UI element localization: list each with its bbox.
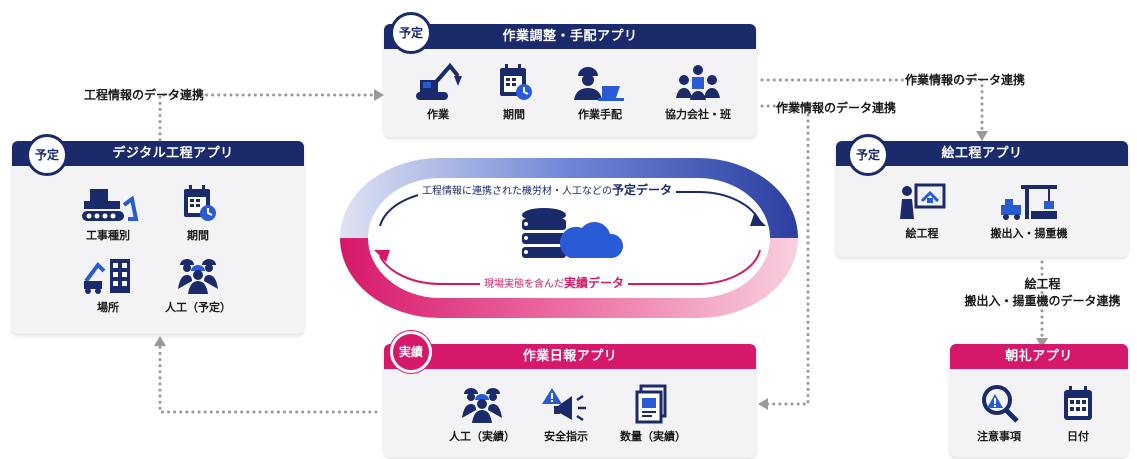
flow-label-picture-line1: 絵工程 (1024, 277, 1061, 291)
crane-icon (1001, 185, 1057, 220)
item-work: 作業 (402, 62, 474, 122)
status-badge: 実績 (390, 331, 432, 373)
arrowhead-schedule (374, 89, 384, 101)
cycle-label-plan-prefix: 工程情報に連携された機労材・人工などの (422, 186, 612, 197)
item-label: 作業手配 (578, 108, 622, 121)
item-label: 作業 (427, 108, 449, 121)
item-label: 注意事項 (977, 430, 1021, 443)
item-quantity: 数量（実績） (608, 384, 698, 444)
flow-label-work-down: 作業情報のデータ連携 (776, 101, 897, 115)
item-partner: 協力会社・班 (646, 62, 750, 122)
card-daily-report-app[interactable]: 作業日報アプリ 人工（実績） 安全指示 数量（実績） (384, 344, 756, 457)
item-period: 期間 (170, 183, 226, 243)
cycle-ring-top (340, 158, 798, 238)
bulldozer-icon (82, 189, 139, 221)
document-icon (635, 384, 667, 424)
database-cloud-icon (522, 208, 624, 258)
item-location: 場所 (80, 255, 136, 315)
item-label: 期間 (503, 108, 525, 121)
item-label: 人工（予定） (165, 301, 231, 314)
calendar-icon (1064, 386, 1092, 420)
link-daily-to-digital (158, 342, 378, 414)
flow-label-picture-line2: 搬出入・揚重機のデータ連携 (964, 294, 1121, 308)
link-schedule-to-daily (760, 104, 810, 406)
item-label: 安全指示 (544, 430, 588, 443)
card-morning-app[interactable]: 朝礼アプリ 注意事項 日付 (950, 344, 1128, 457)
team-icon (676, 65, 720, 100)
arrowhead-morning (1036, 338, 1048, 348)
item-label: 絵工程 (905, 227, 939, 240)
item-label: 人工（実績） (449, 430, 515, 443)
status-badge: 予定 (26, 134, 68, 176)
cycle-label-plan: 工程情報に連携された機労材・人工などの予定データ (418, 181, 677, 198)
item-picture-process: 絵工程 (892, 181, 952, 241)
cycle-arrowhead-top (750, 214, 766, 226)
cycle-arrow-bottom (379, 249, 761, 285)
cycle-ring-bottom (340, 238, 798, 318)
item-label: 期間 (187, 229, 209, 242)
excavator-icon (416, 62, 462, 100)
arrowhead-daily (758, 398, 768, 410)
calendar-icon (500, 64, 532, 100)
link-digital-to-schedule (158, 93, 378, 142)
card-title: 作業日報アプリ (384, 344, 756, 369)
cycle-label-actual-emph: 実績データ (564, 276, 625, 290)
flow-label-work-right: 作業情報のデータ連携 (905, 73, 1026, 87)
item-safety: 安全指示 (534, 384, 598, 444)
cycle-label-actual: 現場実態を含んだ実績データ (480, 274, 629, 291)
megaphone-icon (542, 388, 586, 422)
item-labor-plan: 人工（予定） (158, 255, 238, 315)
site-icon (84, 259, 130, 294)
arrowhead-picture (976, 131, 988, 141)
item-label: 工事種別 (86, 229, 130, 242)
item-label: 数量（実績） (620, 430, 686, 443)
cycle-arrowhead-bottom (374, 250, 390, 262)
status-badge: 予定 (390, 12, 432, 54)
cycle-label-plan-emph: 予定データ (612, 183, 673, 197)
worker-laptop-icon (574, 67, 624, 101)
cycle-label-actual-prefix: 現場実態を含んだ (484, 279, 564, 290)
item-date: 日付 (1048, 384, 1108, 444)
item-label: 日付 (1067, 430, 1089, 443)
item-label: 場所 (97, 301, 119, 314)
card-title: 朝礼アプリ (950, 344, 1128, 369)
presenter-icon (900, 183, 946, 219)
caution-search-icon (982, 385, 1019, 423)
item-label: 搬出入・揚重機 (990, 227, 1068, 240)
item-label: 協力会社・班 (665, 108, 731, 121)
workers-icon (462, 388, 502, 423)
item-construction-type: 工事種別 (70, 183, 146, 243)
item-caution: 注意事項 (966, 384, 1032, 444)
item-arrange: 作業手配 (560, 62, 640, 122)
card-title: 作業調整・手配アプリ (384, 24, 756, 49)
flow-label-picture: 絵工程 搬出入・揚重機のデータ連携 (950, 276, 1135, 310)
card-schedule-app[interactable]: 作業調整・手配アプリ 作業 期間 作業手配 (384, 24, 756, 137)
calendar-icon (184, 185, 216, 221)
item-labor-actual: 人工（実績） (442, 384, 522, 444)
workers-icon (178, 259, 218, 294)
flow-label-process: 工程情報のデータ連携 (84, 88, 205, 102)
link-schedule-to-picture (760, 78, 984, 135)
arrowhead-digital (154, 336, 166, 346)
item-period: 期間 (484, 62, 544, 122)
item-crane: 搬出入・揚重機 (976, 181, 1082, 241)
status-badge: 予定 (847, 134, 889, 176)
